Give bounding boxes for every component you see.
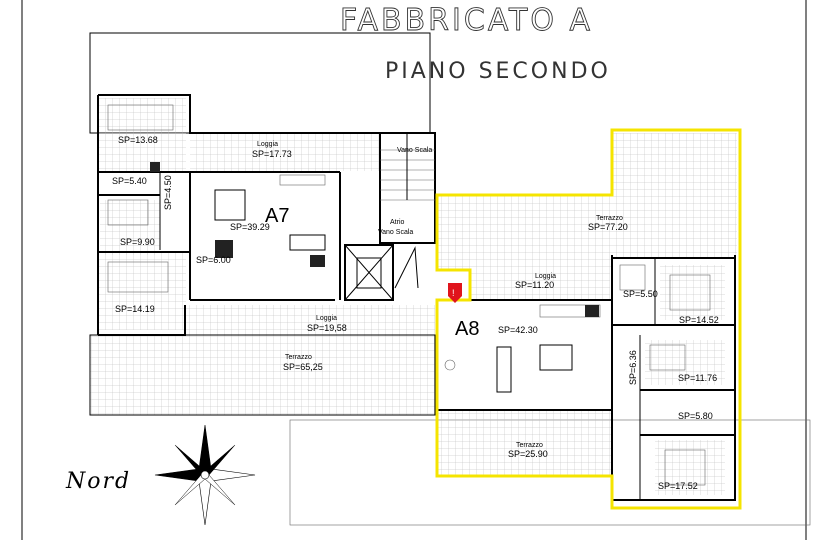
a8-terrace-top-floor-right (612, 133, 737, 258)
kitchen-counter-icon (539, 304, 601, 318)
a8-bedroom-mid-area: SP=11.76 (678, 373, 717, 383)
a7-bedroom-bottom-floor (98, 252, 186, 330)
a8-wall-right (611, 255, 736, 501)
a7-bath-mid-area: SP=6.00 (196, 255, 231, 265)
a7-bedroom-top-floor (98, 98, 186, 172)
a8-terrace-top-area: SP=77.20 (588, 222, 628, 232)
plan-title: FABBRICATO A (340, 3, 593, 38)
a8-bath-top-area: SP=5.50 (623, 289, 658, 299)
stair-steps (380, 133, 435, 201)
elevator-cross (344, 244, 394, 301)
a8-terrace-top-floor (437, 195, 612, 270)
a7-wall-top (98, 94, 380, 134)
stair-label: Vano Scala (397, 147, 432, 154)
atrio-label: Atrio (390, 219, 405, 226)
a7-loggia-bottom-area: SP=19,58 (307, 323, 347, 333)
a8-highlight-outline (435, 128, 742, 510)
a7-terrace-area: SP=65,25 (283, 362, 323, 372)
atrio-sub-label: Vano Scala (378, 229, 413, 236)
a8-terrace-bottom-floor (437, 410, 612, 475)
shower-icon (150, 162, 160, 172)
a7-loggia-bottom-label: Loggia (316, 315, 337, 322)
dining-table-icon (539, 344, 573, 371)
plant-icon (444, 359, 456, 371)
a7-terrace-floor (90, 335, 435, 415)
a8-bedroom-bottom-area: SP=17.52 (658, 481, 698, 491)
dining-table-icon (214, 189, 246, 221)
bed-icon (107, 199, 149, 226)
elevator-car (356, 257, 382, 289)
a7-bath-top-area: SP=5.40 (112, 176, 147, 186)
a7-loggia-top-floor (190, 133, 380, 171)
svg-text:!: ! (452, 288, 455, 298)
a8-terrace-top-label: Terrazzo (596, 215, 623, 222)
sofa-icon (496, 346, 512, 393)
a8-living-area: SP=42.30 (498, 325, 538, 335)
a7-bedroom-top-area: SP=13.68 (118, 135, 158, 145)
a8-terrace-bottom-label: Terrazzo (516, 442, 543, 449)
a8-terrace-bottom-area: SP=25.90 (508, 449, 548, 459)
a8-bedroom-top-area: SP=14.52 (679, 315, 719, 325)
compass-label: Nord (65, 469, 131, 494)
a7-terrace-border (89, 334, 436, 416)
sofa-icon (289, 234, 326, 251)
bed-icon (107, 104, 174, 131)
stair-flight-icon (394, 246, 419, 289)
a7-bedroom-bottom-area: SP=14.19 (115, 304, 155, 314)
compass-rose-icon (154, 424, 256, 526)
a8-hall-area: SP=6.36 (628, 350, 638, 385)
entrance-marker: ! (448, 283, 462, 303)
elevator-shaft (344, 244, 394, 301)
kitchen-counter-icon (279, 174, 326, 186)
a7-bedroom-mid-floor (100, 200, 160, 255)
bed-icon (649, 344, 686, 371)
a7-loggia-top-label: Loggia (257, 141, 278, 148)
bed-icon (664, 449, 706, 486)
unit-label-a7: A7 (265, 205, 289, 227)
bed-icon (107, 261, 169, 293)
a7-terrace-label: Terrazzo (285, 354, 312, 361)
a8-loggia-label: Loggia (535, 273, 556, 280)
a7-bedroom-mid-area: SP=9.90 (120, 237, 155, 247)
stove-icon (585, 305, 599, 317)
a8-loggia-area: SP=11.20 (515, 280, 554, 290)
stove-icon (310, 255, 325, 267)
bed-icon (669, 274, 711, 311)
a7-loggia-top-area: SP=17.73 (252, 149, 292, 159)
unit-label-a8: A8 (455, 318, 479, 340)
a8-bedroom-bottom-floor (655, 440, 725, 495)
a7-living-area: SP=39.29 (230, 222, 270, 232)
bathtub-icon (619, 264, 646, 291)
a7-loggia-bottom-floor (185, 305, 435, 335)
shower-icon (215, 240, 233, 258)
a8-bedroom-top-floor (660, 265, 725, 320)
a8-bath-mid-area: SP=5.80 (678, 411, 713, 421)
a8-loggia-floor (470, 270, 610, 300)
a7-hall-area: SP=4.50 (163, 175, 173, 210)
plan-subtitle: PIANO SECONDO (385, 59, 611, 84)
